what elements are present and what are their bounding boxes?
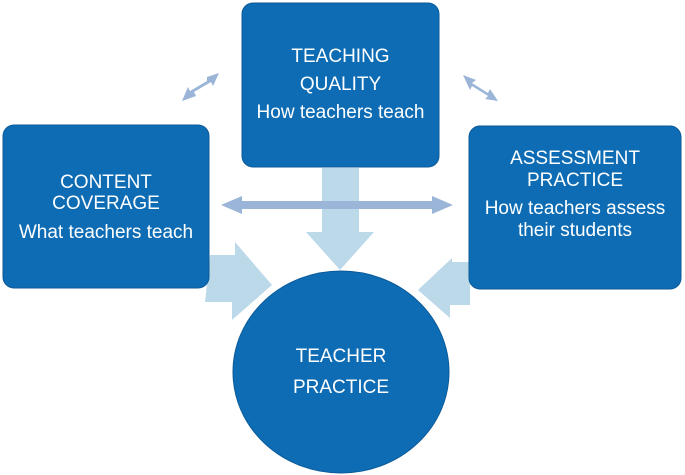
content-coverage-title-line1: CONTENT — [60, 172, 152, 193]
content-coverage-box: CONTENT COVERAGE What teachers teach — [2, 124, 210, 289]
double-arrow-content-teaching — [182, 73, 219, 101]
teacher-practice-circle: TEACHER PRACTICE — [232, 270, 450, 474]
teaching-quality-description: How teachers teach — [257, 102, 425, 123]
content-coverage-description: What teachers teach — [19, 222, 193, 243]
content-coverage-title-line2: COVERAGE — [52, 193, 160, 214]
arrow-teaching-to-practice — [306, 168, 374, 270]
teacher-practice-title-line1: TEACHER — [296, 346, 387, 367]
arrow-assessment-to-practice — [418, 258, 470, 318]
assessment-practice-box: ASSESSMENT PRACTICE How teachers assess … — [468, 125, 682, 290]
teaching-quality-title-line2: QUALITY — [300, 74, 382, 95]
arrow-content-to-practice — [205, 242, 272, 320]
teacher-practice-title-line2: PRACTICE — [293, 377, 389, 398]
double-arrow-content-assessment — [221, 196, 453, 214]
assessment-practice-title-line2: PRACTICE — [527, 170, 623, 191]
assessment-practice-description-line1: How teachers assess — [485, 198, 666, 219]
assessment-practice-title-line1: ASSESSMENT — [510, 148, 640, 169]
teaching-quality-title-line1: TEACHING — [291, 46, 389, 67]
double-arrow-teaching-assessment — [463, 75, 498, 101]
teaching-quality-box: TEACHING QUALITY How teachers teach — [241, 2, 440, 168]
assessment-practice-description-line2: their students — [518, 220, 632, 241]
